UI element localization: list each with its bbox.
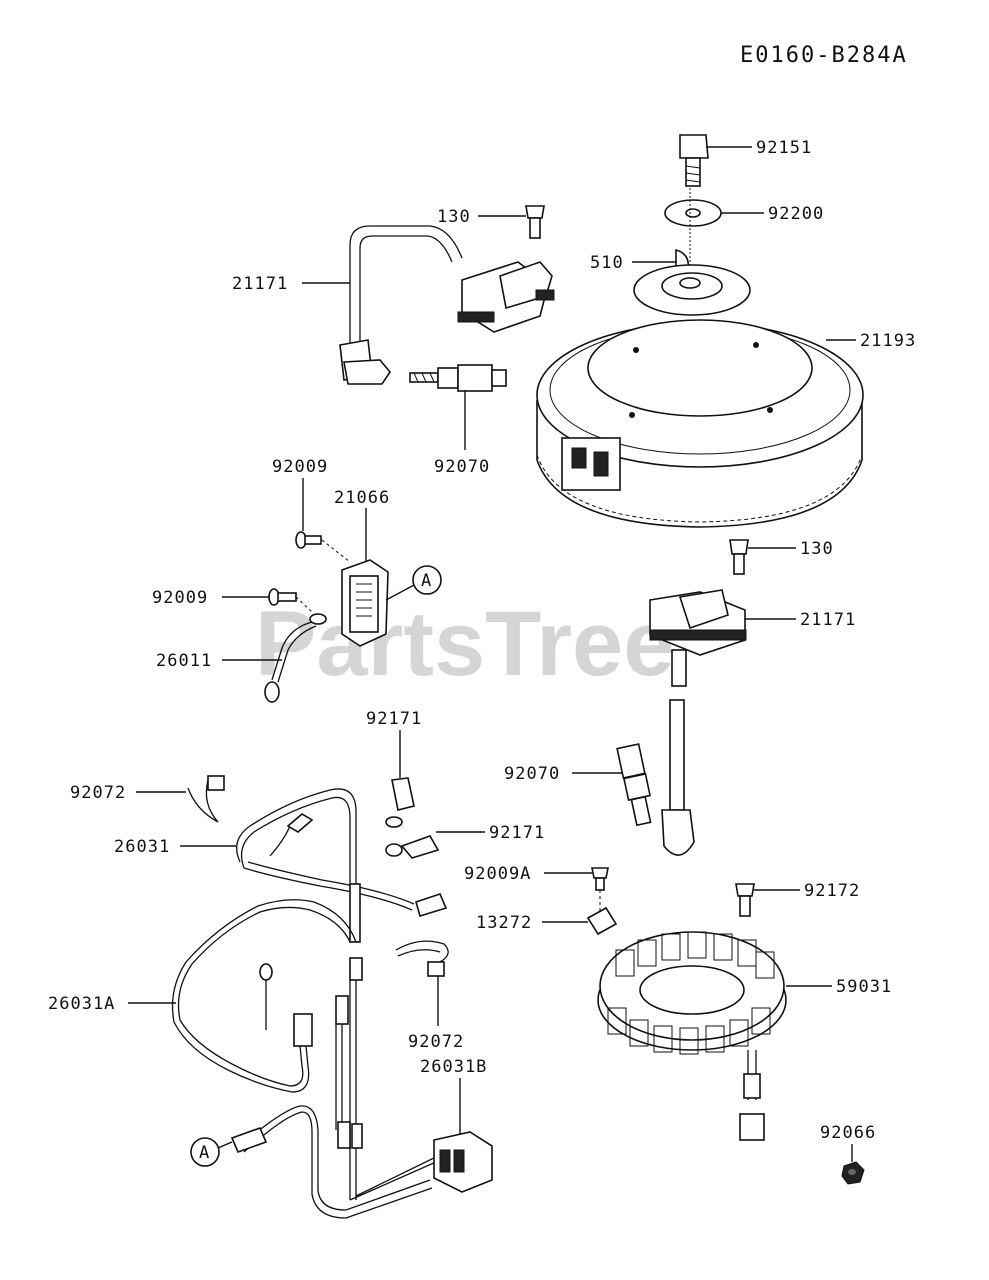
callout-92072-bottom: 92072 (408, 1032, 464, 1052)
washer-92200[interactable] (664, 199, 722, 227)
spark-plug-92070-mid[interactable] (616, 743, 652, 827)
callout-26011: 26011 (156, 651, 212, 671)
screw-92172[interactable] (735, 883, 755, 917)
clamp-92171-mid[interactable] (385, 835, 440, 859)
clamp-92171-top[interactable] (385, 777, 415, 828)
callout-21193: 21193 (860, 331, 916, 351)
tie-92072-bottom[interactable] (395, 940, 449, 977)
callout-26031B: 26031B (420, 1057, 487, 1077)
bolt-92151[interactable] (679, 134, 709, 187)
harness-26031B[interactable] (230, 1105, 493, 1219)
screw-92009-top[interactable] (295, 531, 322, 549)
callout-130-mid: 130 (800, 539, 834, 559)
callout-26031: 26031 (114, 837, 170, 857)
ignition-coil-21171-top[interactable] (339, 225, 555, 385)
callout-92171-top: 92171 (366, 709, 422, 729)
ref-a-upper: A (421, 571, 432, 591)
callout-21066: 21066 (334, 488, 390, 508)
callout-130-top: 130 (437, 207, 471, 227)
callout-510: 510 (590, 253, 624, 273)
ref-a-lower: A (199, 1143, 210, 1163)
callout-92070-top: 92070 (434, 457, 490, 477)
callout-26031A: 26031A (48, 994, 115, 1014)
harness-26031[interactable] (236, 788, 448, 943)
callout-92009-top: 92009 (272, 457, 328, 477)
module-21066[interactable] (341, 559, 389, 647)
stator-59031[interactable] (597, 931, 787, 1141)
callout-13272: 13272 (476, 913, 532, 933)
ref-a-upper-circle (412, 565, 442, 595)
callout-92172: 92172 (804, 881, 860, 901)
callout-92009-mid: 92009 (152, 588, 208, 608)
spark-plug-92070-top[interactable] (409, 364, 507, 392)
callout-59031: 59031 (836, 977, 892, 997)
ignition-coil-21171-mid[interactable] (649, 589, 747, 856)
harness-26031A[interactable] (171, 899, 363, 1200)
tie-92072-top[interactable] (187, 775, 225, 823)
callout-92151: 92151 (756, 138, 812, 158)
screw-130-mid[interactable] (729, 539, 749, 575)
bracket-13272[interactable] (586, 906, 618, 936)
nut-92066[interactable] (841, 1161, 865, 1185)
callout-21171-mid: 21171 (800, 610, 856, 630)
screw-92009A[interactable] (591, 867, 609, 891)
diagram-code: E0160-B284A (740, 43, 908, 68)
callout-92200: 92200 (768, 204, 824, 224)
screw-92009-mid[interactable] (268, 588, 297, 606)
watermark: PartsTree (255, 593, 674, 695)
ground-lead-26011[interactable] (264, 613, 327, 703)
callout-21171-top: 21171 (232, 274, 288, 294)
flywheel-21193[interactable] (536, 264, 864, 528)
callout-92009A: 92009A (464, 864, 531, 884)
screw-130-top[interactable] (525, 205, 545, 239)
ref-a-lower-circle (190, 1137, 220, 1167)
callout-92066: 92066 (820, 1123, 876, 1143)
callout-92171-mid: 92171 (489, 823, 545, 843)
callout-92072-top: 92072 (70, 783, 126, 803)
callout-92070-mid: 92070 (504, 764, 560, 784)
